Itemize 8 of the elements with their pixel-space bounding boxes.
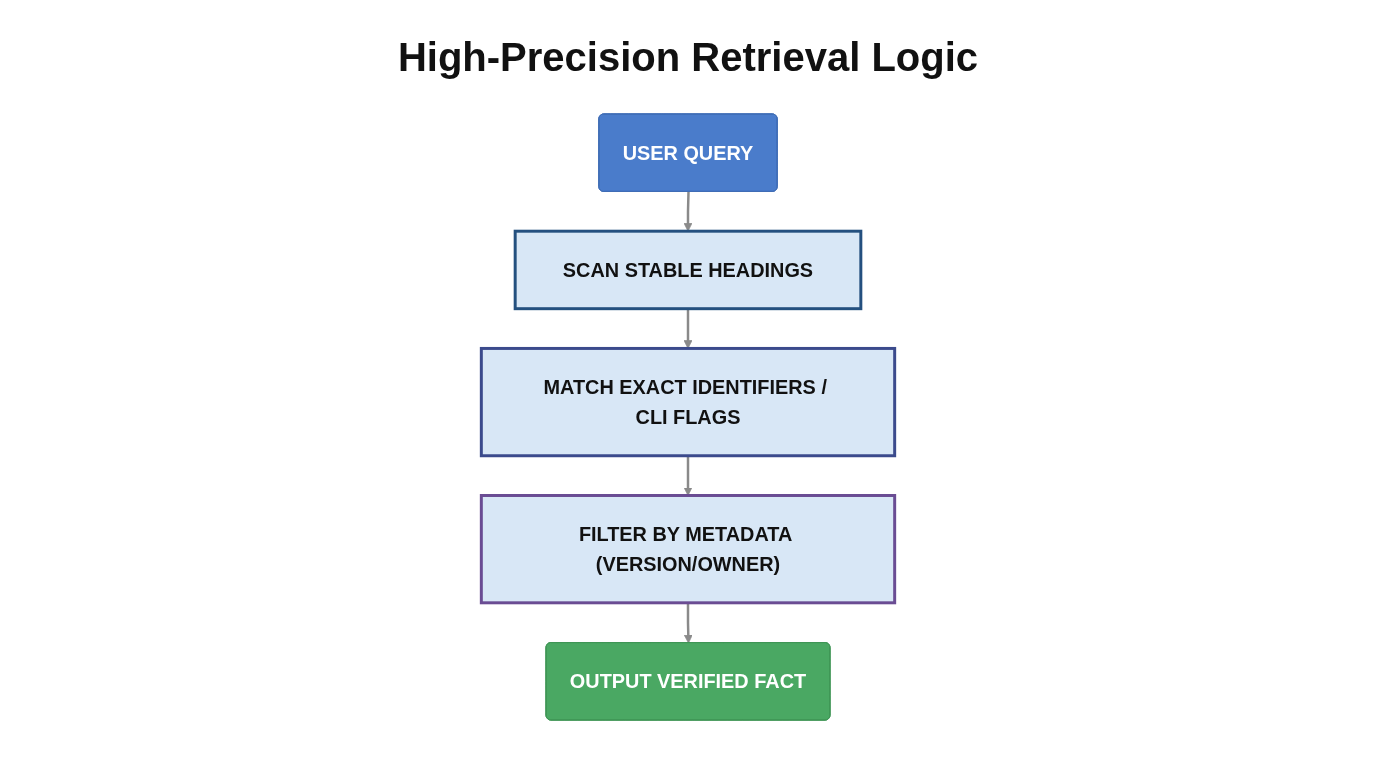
- arrow: [683, 191, 693, 232]
- arrow: [683, 455, 693, 496]
- node-box: MATCH EXACT IDENTIFIERS / CLI FLAGS: [479, 346, 897, 458]
- diagram-title: High-Precision Retrieval Logic: [396, 34, 980, 81]
- arrow: [683, 602, 693, 644]
- node-box: SCAN STABLE HEADINGS: [513, 229, 863, 311]
- arrow: [683, 308, 693, 349]
- node-box: FILTER BY METADATA (VERSION/OWNER): [479, 494, 897, 605]
